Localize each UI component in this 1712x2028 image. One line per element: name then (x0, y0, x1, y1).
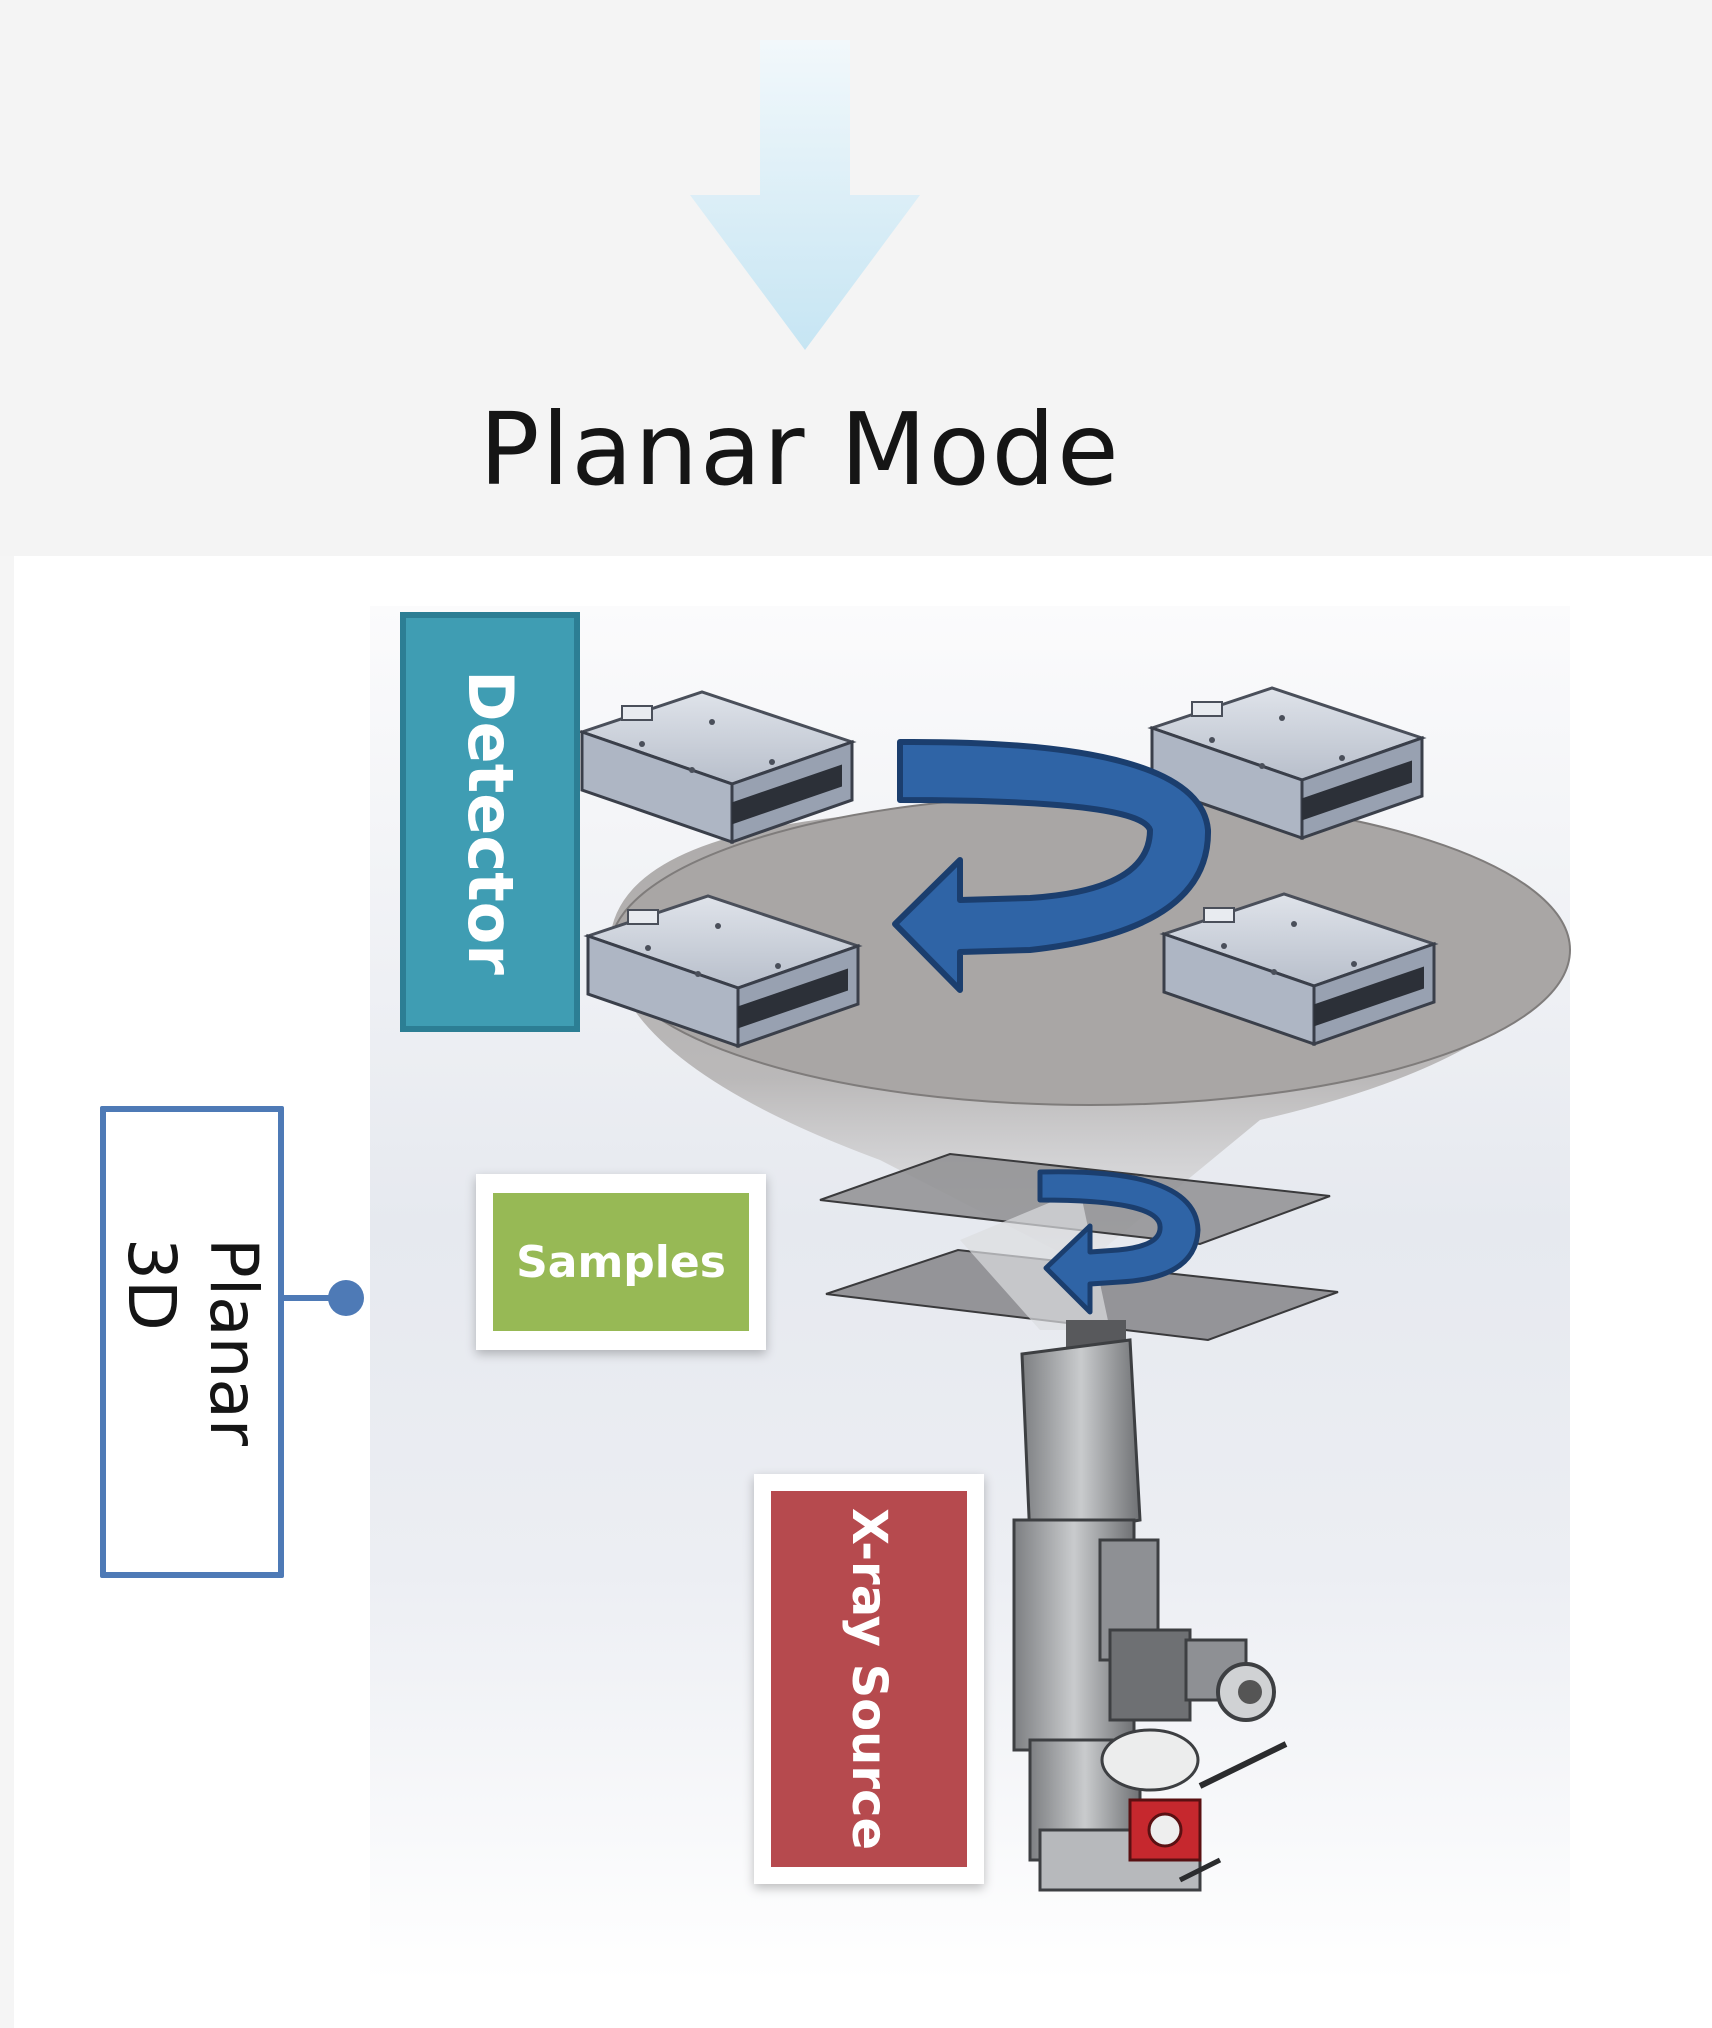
xray-source-label-text: X-ray Source (841, 1508, 897, 1850)
down-arrow-icon (690, 40, 920, 350)
rotation-arrow-icon (892, 738, 1212, 993)
rotation-arrow-icon (1037, 1169, 1201, 1315)
samples-label: Samples (476, 1174, 766, 1350)
xray-source-machine (1012, 1320, 1288, 1892)
detector-label: Detector (400, 612, 580, 1032)
xray-source-label: X-ray Source (754, 1474, 984, 1884)
mode-box: Planar 3D (100, 1106, 284, 1578)
page-title: Planar Mode (479, 391, 1121, 508)
samples-label-text: Samples (493, 1193, 749, 1331)
mode-box-line1: Planar (195, 1238, 272, 1446)
detector-label-text: Detector (453, 669, 527, 975)
mode-box-line2: 3D (113, 1238, 190, 1331)
